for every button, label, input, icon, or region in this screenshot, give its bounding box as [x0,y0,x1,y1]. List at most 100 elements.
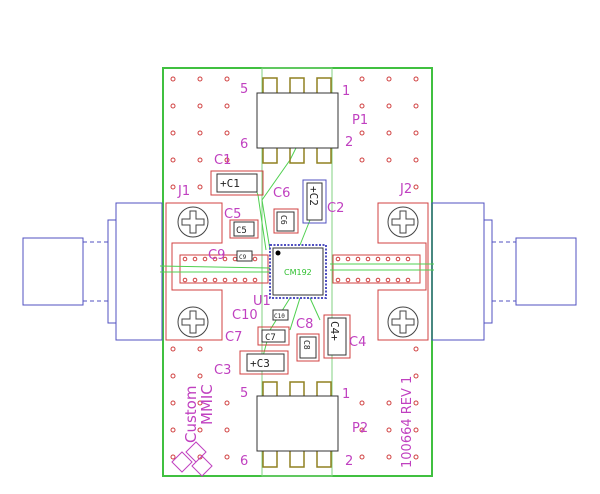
svg-text:C8: C8 [296,317,313,332]
capacitor-c5: C5 C5 [224,207,259,239]
via [197,373,203,379]
via [375,277,381,283]
svg-text:C5: C5 [236,226,247,236]
svg-text:+C3: +C3 [250,357,270,370]
svg-text:C2: C2 [327,201,344,216]
svg-text:C8: C8 [302,340,311,350]
via [413,184,419,190]
custom-mmic-logo: Custom MMIC [171,384,216,477]
svg-text:C9: C9 [239,254,247,261]
via [359,400,365,406]
via [386,157,392,163]
via [170,427,176,433]
via [222,256,228,262]
via [197,103,203,109]
via [335,277,341,283]
via [182,277,188,283]
via [386,130,392,136]
j2-ground-pad [377,202,429,341]
screw-icon [177,206,209,238]
svg-text:C4+: C4+ [328,321,341,341]
via [224,400,230,406]
via [359,157,365,163]
via [359,76,365,82]
svg-text:C10: C10 [232,308,258,323]
svg-text:+C2: +C2 [307,186,320,206]
svg-text:C4: C4 [349,335,366,350]
via-grid [170,76,419,460]
capacitor-c10: C10 C10 [232,308,289,323]
svg-text:C9: C9 [208,248,225,263]
p1-pin2-label: 2 [345,135,353,150]
via [197,427,203,433]
svg-text:Custom: Custom [182,386,200,443]
via [224,157,230,163]
via [355,256,361,262]
via [192,256,198,262]
via [170,157,176,163]
via [413,103,419,109]
via [170,130,176,136]
via [170,454,176,460]
via [359,427,365,433]
p2-pin1-label: 1 [342,387,350,402]
via [365,256,371,262]
via [395,277,401,283]
p1-ref-label: P1 [352,113,368,128]
via [212,256,218,262]
via [385,256,391,262]
svg-text:C10: C10 [274,313,285,320]
p2-pin2-label: 2 [345,454,353,469]
via [197,346,203,352]
p1-pin5-label: 5 [240,82,248,97]
capacitor-c8: C8 C8 [296,317,320,362]
via [413,400,419,406]
via [232,277,238,283]
via [224,427,230,433]
screw-icon [387,306,419,338]
via [345,277,351,283]
via [413,130,419,136]
via [232,256,238,262]
svg-text:+C1: +C1 [220,177,240,190]
via [335,256,341,262]
sma-connector-j1 [22,202,163,341]
svg-text:C7: C7 [225,330,242,345]
capacitor-c1: +C1 C1 [210,153,264,196]
via [224,454,230,460]
via [202,277,208,283]
via [252,256,258,262]
via [224,76,230,82]
via [242,277,248,283]
via [365,277,371,283]
via [197,454,203,460]
p1-pin6-label: 6 [240,137,248,152]
via [197,400,203,406]
capacitor-c6: C6 C6 [273,186,299,234]
via [170,346,176,352]
via [197,76,203,82]
p2-pin5-label: 5 [240,386,248,401]
via [252,277,258,283]
via [405,256,411,262]
sma-connector-j2 [431,202,577,341]
ic-ref-label: U1 [253,294,271,309]
via [224,103,230,109]
via [413,373,419,379]
svg-text:MMIC: MMIC [198,384,216,425]
capacitor-c4: C4+ C4 [323,314,366,359]
via [197,130,203,136]
via [170,103,176,109]
via [355,277,361,283]
via [359,130,365,136]
via [413,157,419,163]
j2-label: J2 [399,182,412,197]
svg-text:C1: C1 [214,153,231,168]
j1-ground-pad [165,202,223,341]
via [192,277,198,283]
via [386,427,392,433]
via [359,454,365,460]
via [386,76,392,82]
via [182,256,188,262]
